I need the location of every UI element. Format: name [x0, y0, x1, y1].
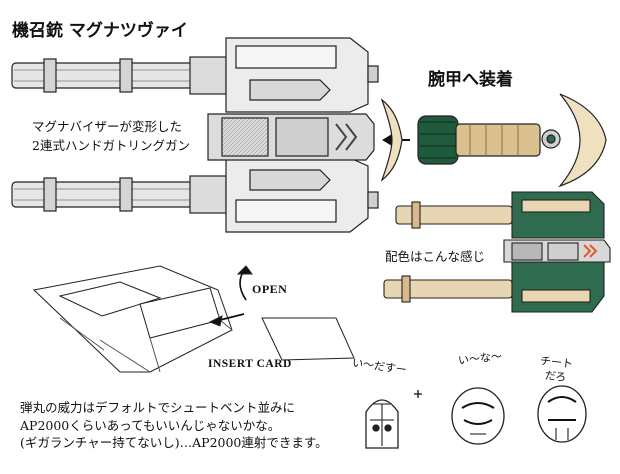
- top-barrel: [11, 56, 227, 95]
- face-left: [365, 399, 399, 449]
- sfx-right-bottom: だろ: [544, 368, 567, 385]
- arm-label: 腕甲へ装着: [428, 70, 513, 90]
- card-slot-diagram: [32, 265, 355, 373]
- sparkle-mark: [414, 390, 422, 398]
- face-middle: [451, 387, 505, 445]
- power-note: 弾丸の威力はデフォルトでシュートベント並みに AP2000くらいあってもいいんじ…: [20, 400, 328, 450]
- face-right: [537, 385, 587, 443]
- color-note: 配色はこんな感じ: [385, 249, 486, 264]
- main-gatling-gun: [11, 37, 379, 233]
- weapon-title: 機召銃 マグナツヴァイ: [12, 21, 188, 41]
- arm-gauntlet: [380, 93, 607, 188]
- weapon-description: マグナバイザーが変形した 2連式ハンドガトリングガン: [32, 119, 190, 153]
- insert-card-label: INSERT CARD: [208, 358, 292, 370]
- color-version-gun: [383, 191, 611, 313]
- face-sketches: [365, 385, 587, 449]
- open-label: OPEN: [252, 282, 288, 296]
- bottom-barrel: [11, 175, 227, 214]
